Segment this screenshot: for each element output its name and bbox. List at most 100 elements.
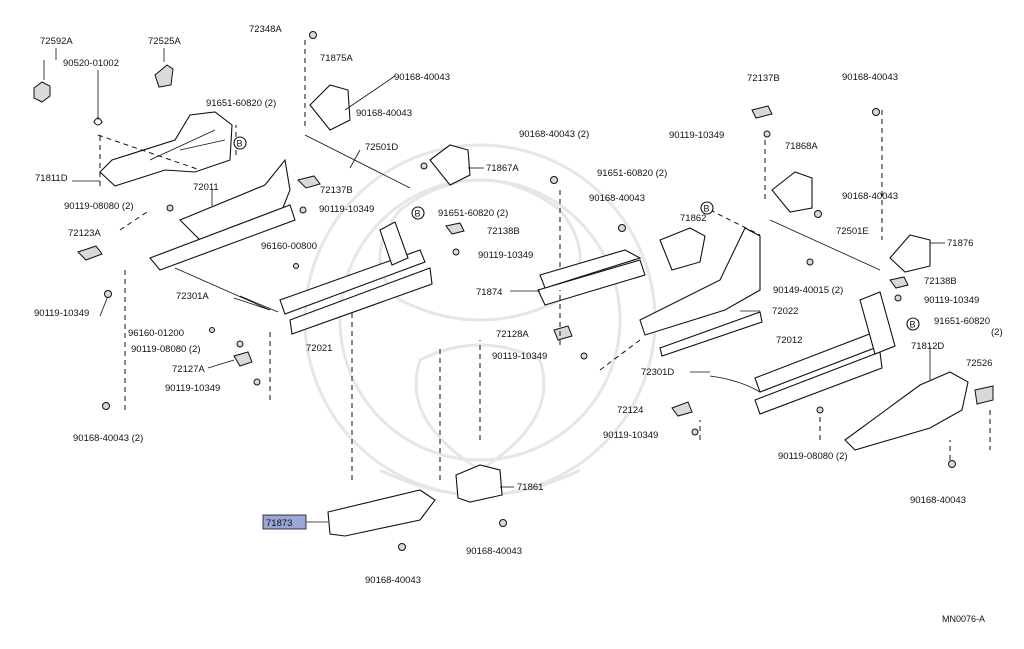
part-71867A-cover — [429, 144, 471, 186]
label-96160-00800: 96160-00800 — [261, 241, 317, 252]
label-90520-01002: 90520-01002 — [63, 58, 119, 69]
part-71868A-cover — [771, 171, 813, 213]
callout-b-2: B — [411, 206, 425, 220]
label-72501E: 72501E — [836, 226, 869, 237]
part-71811D-shield — [99, 111, 233, 187]
label-72128A: 72128A — [496, 329, 529, 340]
label-71862: 71862 — [680, 213, 706, 224]
label-72348A: 72348A — [249, 24, 282, 35]
label-90168-40043-c: 90168-40043 — [466, 546, 522, 557]
label-72138B-left: 72138B — [487, 226, 520, 237]
label-91651-60820-d: 91651-60820 — [934, 316, 990, 327]
svg-text:B: B — [704, 204, 710, 214]
part-71874-bracket — [537, 249, 646, 306]
part-72526-cover — [974, 385, 994, 405]
label-72501D: 72501D — [365, 142, 398, 153]
label-90168-40043-a: 90168-40043 — [394, 72, 450, 83]
label-72592A: 72592A — [40, 36, 73, 47]
label-71876: 71876 — [947, 238, 973, 249]
label-90168-40043-d: 90168-40043 — [365, 575, 421, 586]
label-90168-40043-e: 90168-40043 — [842, 72, 898, 83]
part-71873-bracket — [306, 489, 436, 537]
part-72012-rail — [754, 291, 896, 415]
label-90168-40043-f: 90168-40043 — [589, 193, 645, 204]
label-90119-10349-b: 90119-10349 — [478, 250, 533, 261]
part-72525A-cover — [154, 48, 174, 88]
svg-text:B: B — [237, 139, 243, 149]
part-72127A-cover — [233, 351, 253, 367]
label-71874: 71874 — [476, 287, 502, 298]
label-72127A: 72127A — [172, 364, 205, 375]
part-labels: 72592A 90520-01002 72525A 72348A 71875A … — [34, 24, 1003, 624]
part-72501E-rod — [769, 219, 881, 271]
part-72011-adjuster — [149, 158, 296, 271]
callout-b-1: B — [233, 136, 247, 150]
label-leader-lines — [72, 75, 945, 488]
part-71812D-shield — [844, 371, 969, 451]
part-71861-cover — [455, 464, 503, 503]
label-90119-08080-a: 90119-08080 (2) — [64, 201, 134, 212]
label-71875A: 71875A — [320, 53, 353, 64]
label-72138B-right: 72138B — [924, 276, 957, 287]
label-72137B-right: 72137B — [747, 73, 780, 84]
label-71811D: 71811D — [35, 173, 68, 184]
label-72525A: 72525A — [148, 36, 181, 47]
label-90168-40043-2a: 90168-40043 (2) — [73, 433, 143, 444]
label-90149-40015: 90149-40015 (2) — [773, 285, 843, 296]
label-72123A: 72123A — [68, 228, 101, 239]
part-72501D-rod — [304, 40, 411, 189]
part-72301D-rod — [709, 375, 761, 393]
label-90119-10349-e: 90119-10349 — [669, 130, 724, 141]
callout-b-3: B — [700, 201, 714, 215]
part-72128A-cover — [553, 325, 573, 341]
leaders-right — [559, 110, 991, 460]
label-72301D: 72301D — [641, 367, 674, 378]
part-72137B-clip-left — [297, 175, 321, 189]
label-90119-10349-d: 90119-10349 — [165, 383, 220, 394]
svg-text:B: B — [415, 209, 421, 219]
svg-text:B: B — [910, 320, 916, 330]
part-90520-clip — [93, 70, 103, 126]
leaders-left — [97, 125, 481, 480]
label-90119-10349-c: 90119-10349 — [34, 308, 89, 319]
label-71868A: 71868A — [785, 141, 818, 152]
label-71867A: 71867A — [486, 163, 519, 174]
label-90168-40043-h: 90168-40043 — [910, 495, 966, 506]
label-90119-10349-h: 90119-10349 — [603, 430, 658, 441]
label-90119-10349-a: 90119-10349 — [319, 204, 374, 215]
label-72137B-left: 72137B — [320, 185, 353, 196]
label-72124: 72124 — [617, 405, 643, 416]
part-72021-rail — [279, 221, 433, 335]
part-72592A-nut — [33, 48, 57, 103]
part-72022-adjuster — [639, 227, 763, 357]
label-91651-60820-d-qty: (2) — [991, 327, 1003, 338]
part-72138B-clip-right — [889, 276, 909, 289]
part-72124-cover — [671, 401, 693, 417]
label-90168-40043-g: 90168-40043 — [842, 191, 898, 202]
label-91651-60820-b: 91651-60820 (2) — [438, 208, 508, 219]
label-90119-08080-b: 90119-08080 (2) — [131, 344, 201, 355]
label-96160-01200: 96160-01200 — [128, 328, 184, 339]
label-72022: 72022 — [772, 306, 798, 317]
part-72138B-clip-left — [445, 222, 465, 235]
part-72123A-cover — [77, 245, 103, 261]
label-72021: 72021 — [306, 343, 332, 354]
part-71862-cover — [659, 227, 706, 271]
callout-b-4: B — [906, 317, 920, 331]
part-71875A-cover — [309, 84, 351, 131]
fasteners — [102, 31, 956, 551]
highlight-71873 — [262, 514, 307, 530]
label-71812D: 71812D — [911, 341, 944, 352]
label-90168-40043-b: 90168-40043 — [356, 108, 412, 119]
label-90119-10349-f: 90119-10349 — [924, 295, 979, 306]
part-72301A-rod — [174, 267, 279, 313]
label-71861: 71861 — [517, 482, 543, 493]
label-90168-40043-2b: 90168-40043 (2) — [519, 129, 589, 140]
part-71876-cover — [889, 234, 931, 273]
part-72137B-clip-right — [751, 105, 773, 119]
label-91651-60820-a: 91651-60820 (2) — [206, 98, 276, 109]
label-72526: 72526 — [966, 358, 992, 369]
label-91651-60820-c: 91651-60820 (2) — [597, 168, 667, 179]
diagram-code: MN0076-A — [942, 614, 985, 624]
label-71873-highlighted: 71873 — [266, 518, 292, 529]
